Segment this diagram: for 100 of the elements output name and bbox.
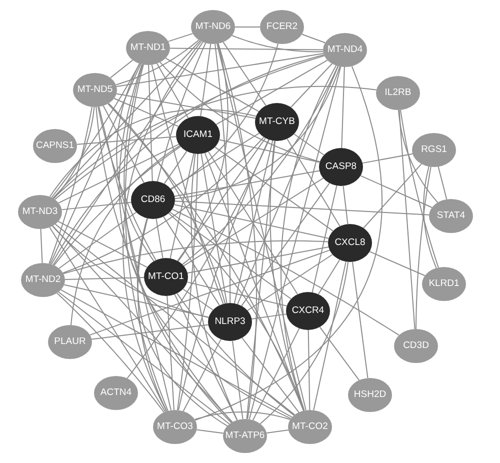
interaction-line (174, 170, 320, 197)
gene-node (208, 303, 252, 341)
gene-node (429, 199, 473, 233)
gene-label: IL2RB (384, 88, 412, 98)
interaction-line (164, 150, 188, 184)
interaction-line (91, 324, 209, 340)
interaction-line (52, 86, 377, 199)
gene-node (323, 33, 367, 67)
interaction-line (170, 153, 194, 259)
interaction-line (251, 314, 287, 320)
interaction-line (341, 66, 345, 148)
interaction-line (182, 288, 214, 310)
interaction-line (170, 132, 260, 190)
interaction-line (190, 153, 238, 421)
interaction-line (176, 292, 295, 416)
interaction-line (415, 166, 432, 330)
interaction-line (232, 35, 324, 52)
interaction-line (156, 218, 164, 259)
gene-node (126, 31, 170, 65)
interaction-line (102, 105, 144, 184)
gene-label: MT-ND3 (22, 206, 58, 218)
interaction-line (294, 134, 324, 156)
gene-label: RGS1 (421, 144, 447, 156)
interaction-line (60, 289, 293, 418)
interaction-line (96, 106, 233, 423)
gene-label: MT-ND5 (77, 84, 113, 96)
gene-label: MT-ND2 (25, 274, 61, 286)
gene-node (394, 329, 438, 363)
interaction-line (290, 63, 333, 108)
interaction-line (56, 292, 165, 413)
interaction-line (70, 145, 180, 326)
interaction-line (182, 338, 222, 412)
gene-node (144, 258, 188, 296)
interaction-line (52, 226, 210, 318)
interaction-line (98, 106, 172, 411)
interaction-line (122, 40, 202, 412)
gene-label: MT-ND1 (130, 42, 166, 54)
interaction-line (216, 60, 328, 125)
interaction-line (200, 153, 228, 304)
interaction-line (50, 64, 142, 264)
interaction-line (58, 144, 180, 204)
gene-label: MT-CO2 (292, 422, 328, 432)
interaction-line (107, 103, 304, 412)
interaction-line (183, 178, 324, 266)
interaction-line (286, 138, 340, 227)
interaction-line (151, 64, 224, 304)
interaction-line (64, 284, 210, 318)
interaction-line (218, 43, 257, 420)
interaction-line (49, 108, 257, 198)
interaction-line (318, 259, 340, 295)
interaction-line (172, 208, 400, 336)
interaction-line (363, 163, 422, 229)
interaction-line (174, 200, 430, 216)
interaction-line (124, 64, 232, 424)
interaction-line (204, 152, 304, 412)
gene-label: MT-ND6 (195, 22, 231, 32)
gene-node (376, 76, 420, 110)
interaction-line (58, 212, 137, 269)
interaction-line (214, 146, 334, 232)
gene-node (18, 195, 62, 229)
interaction-line (156, 42, 206, 182)
interaction-line (54, 55, 325, 200)
interaction-line (352, 261, 368, 379)
interaction-line (342, 185, 348, 225)
interaction-line (177, 138, 266, 262)
gene-label: PLAUR (54, 336, 86, 348)
interaction-line (50, 54, 324, 265)
interaction-line (214, 43, 231, 304)
interaction-line (52, 42, 204, 266)
gene-label: HSH2D (354, 390, 386, 400)
interaction-line (301, 34, 326, 44)
interaction-line (398, 110, 438, 203)
interaction-line (266, 430, 289, 434)
interaction-line (165, 58, 260, 112)
interaction-line (248, 66, 342, 420)
interaction-line (319, 326, 360, 381)
interaction-line (118, 64, 292, 420)
interaction-line (260, 261, 349, 424)
interaction-line (64, 277, 144, 280)
interaction-line (168, 33, 194, 42)
interaction-line (61, 202, 132, 210)
gene-label: MT-ATP6 (225, 430, 265, 442)
interaction-line (196, 429, 224, 434)
interaction-line (108, 102, 226, 304)
interaction-line (362, 153, 414, 164)
interaction-line (54, 146, 182, 266)
gene-node (260, 10, 304, 44)
gene-node (131, 181, 175, 219)
gene-label: CASP8 (325, 162, 357, 172)
interaction-line (110, 60, 134, 78)
interaction-line (168, 212, 305, 412)
interaction-line (242, 337, 300, 413)
gene-label: ICAM1 (183, 130, 213, 140)
interaction-line (126, 139, 270, 379)
interaction-line (51, 63, 140, 198)
gene-node (191, 10, 235, 44)
interaction-line (62, 136, 264, 274)
interaction-line (232, 340, 244, 420)
interaction-line (114, 98, 179, 127)
interaction-line (170, 43, 278, 190)
